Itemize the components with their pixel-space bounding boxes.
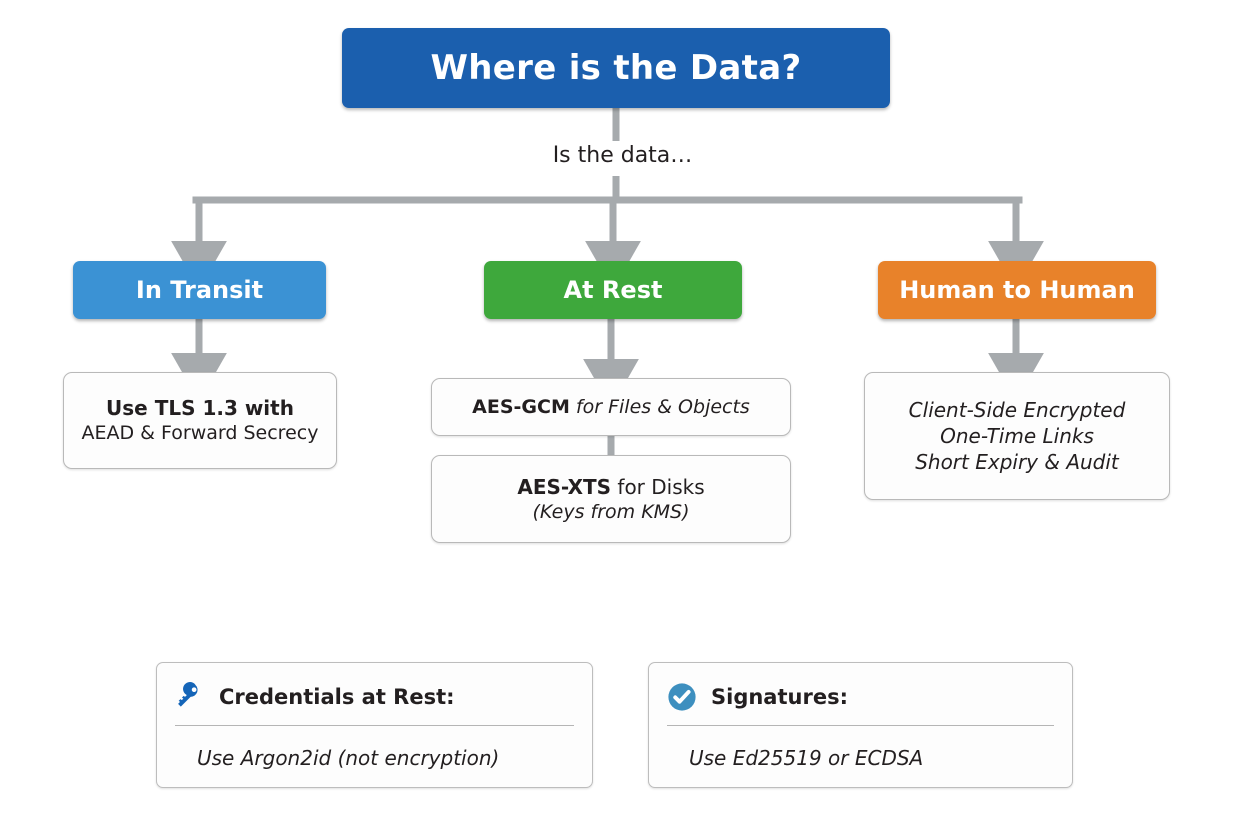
check-circle-icon bbox=[668, 683, 696, 711]
note-title: Credentials at Rest: bbox=[219, 685, 455, 709]
branch-node-human-to-human[interactable]: Human to Human bbox=[878, 261, 1156, 319]
detail-line: Use TLS 1.3 with bbox=[106, 396, 294, 421]
note-title: Signatures: bbox=[711, 685, 848, 709]
note-divider bbox=[175, 725, 574, 726]
detail-run: for Files & Objects bbox=[569, 395, 750, 418]
branch-node-at-rest[interactable]: At Rest bbox=[484, 261, 742, 319]
detail-run: AES-GCM bbox=[472, 395, 570, 418]
detail-line: Short Expiry & Audit bbox=[915, 450, 1119, 474]
detail-line: AEAD & Forward Secrecy bbox=[81, 422, 319, 445]
root-node-where-is-the-data[interactable]: Where is the Data? bbox=[342, 28, 890, 108]
branch-label-in-transit: In Transit bbox=[135, 276, 264, 304]
detail-line: AES-GCM for Files & Objects bbox=[472, 395, 750, 420]
note-header: Signatures: bbox=[667, 675, 1054, 719]
note-divider bbox=[667, 725, 1054, 726]
branch-node-in-transit[interactable]: In Transit bbox=[73, 261, 326, 319]
note-body: Use Ed25519 or ECDSA bbox=[689, 746, 924, 770]
detail-box-human-to-human[interactable]: Client-Side Encrypted One-Time Links Sho… bbox=[864, 372, 1170, 500]
detail-run: for Disks bbox=[611, 474, 705, 499]
branch-label-at-rest: At Rest bbox=[563, 276, 663, 304]
detail-line: AES-XTS for Disks bbox=[517, 474, 704, 500]
detail-box-aes-xts[interactable]: AES-XTS for Disks (Keys from KMS) bbox=[431, 455, 791, 543]
detail-line: One-Time Links bbox=[940, 424, 1094, 448]
root-node-title: Where is the Data? bbox=[430, 48, 802, 88]
branch-label-human-to-human: Human to Human bbox=[899, 276, 1135, 304]
decision-question-label: Is the data… bbox=[552, 143, 693, 168]
key-icon bbox=[178, 682, 198, 707]
note-header: Credentials at Rest: bbox=[175, 675, 574, 719]
note-card-credentials-at-rest[interactable]: Credentials at Rest: Use Argon2id (not e… bbox=[156, 662, 593, 788]
note-card-signatures[interactable]: Signatures: Use Ed25519 or ECDSA bbox=[648, 662, 1073, 788]
note-body: Use Argon2id (not encryption) bbox=[197, 746, 500, 770]
detail-line: Client-Side Encrypted bbox=[908, 398, 1126, 422]
detail-line: (Keys from KMS) bbox=[532, 500, 690, 523]
detail-run: AES-XTS bbox=[517, 474, 612, 499]
detail-box-aes-gcm[interactable]: AES-GCM for Files & Objects bbox=[431, 378, 791, 436]
detail-box-in-transit[interactable]: Use TLS 1.3 with AEAD & Forward Secrecy bbox=[63, 372, 337, 469]
